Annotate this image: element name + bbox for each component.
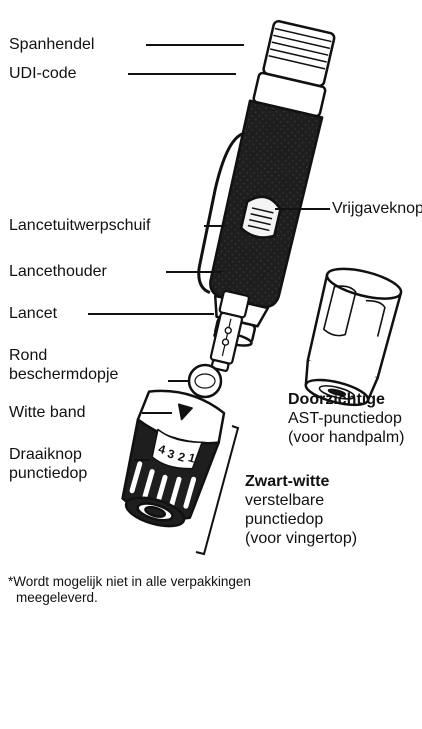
label-verstelbare: verstelbare bbox=[245, 491, 324, 510]
label-punctiedop: punctiedop bbox=[9, 464, 87, 483]
adjustable-cap: 4 3 2 1 bbox=[111, 383, 229, 535]
label-beschermdopje: beschermdopje bbox=[9, 365, 118, 384]
label-spanhendel: Spanhendel bbox=[9, 35, 94, 54]
label-udi-code: UDI-code bbox=[9, 64, 77, 83]
footnote-line-1: *Wordt mogelijk niet in alle verpakkinge… bbox=[8, 574, 251, 590]
label-voor-vingertop: (voor vingertop) bbox=[245, 529, 357, 548]
label-rond: Rond bbox=[9, 346, 47, 365]
label-punctiedop-2: punctiedop bbox=[245, 510, 323, 529]
label-voor-handpalm: (voor handpalm) bbox=[288, 428, 405, 447]
label-lancet: Lancet bbox=[9, 304, 57, 323]
label-draaiknop: Draaiknop bbox=[9, 445, 82, 464]
label-lancetuitwerpschuif: Lancetuitwerpschuif bbox=[9, 216, 150, 235]
label-witte-band: Witte band bbox=[9, 403, 85, 422]
label-zwart-witte: Zwart-witte bbox=[245, 472, 329, 491]
footnote: *Wordt mogelijk niet in alle verpakkinge… bbox=[8, 574, 251, 606]
label-vrijgaveknop: Vrijgaveknop bbox=[332, 199, 422, 218]
footnote-line-2: meegeleverd. bbox=[8, 590, 251, 606]
lancing-device bbox=[182, 16, 341, 352]
label-lancethouder: Lancethouder bbox=[9, 262, 107, 281]
label-ast-punctiedop: AST-punctiedop bbox=[288, 409, 402, 428]
round-protective-cap bbox=[189, 365, 221, 397]
label-doorzichtige: Doorzichtige bbox=[288, 390, 385, 409]
